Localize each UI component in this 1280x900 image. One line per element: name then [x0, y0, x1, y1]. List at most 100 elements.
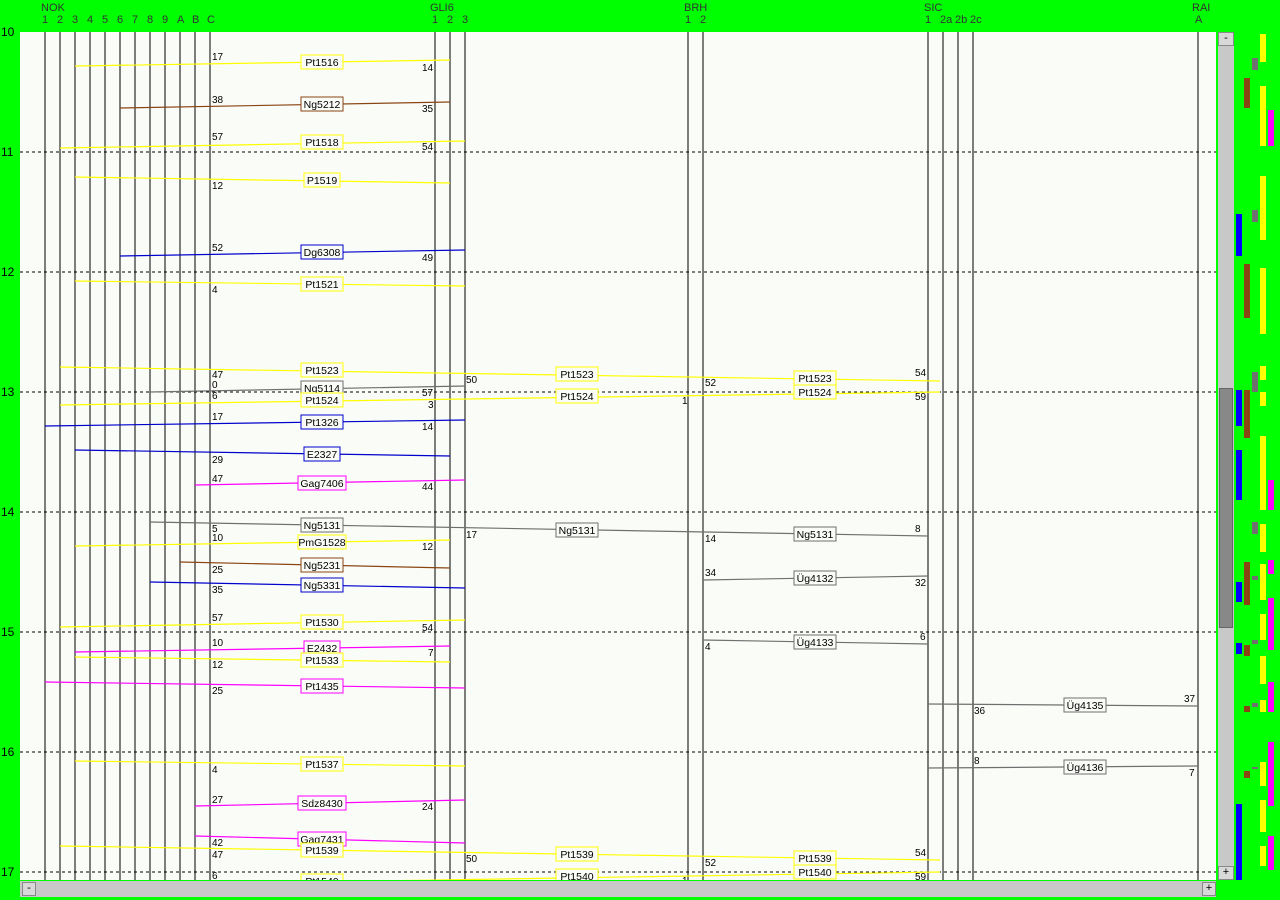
- train-path[interactable]: [59, 619, 466, 628]
- train-label-box[interactable]: [300, 678, 344, 694]
- train-label-box[interactable]: [300, 134, 344, 150]
- train-path[interactable]: [59, 845, 941, 861]
- train-number[interactable]: Ng5231: [304, 560, 341, 572]
- train-label-box[interactable]: [297, 475, 347, 491]
- train-label-box[interactable]: [300, 557, 344, 573]
- train-number[interactable]: Üg4132: [797, 573, 834, 585]
- train-path[interactable]: [119, 249, 466, 257]
- train-number[interactable]: Pt1524: [560, 391, 593, 403]
- train-label-box[interactable]: [300, 873, 344, 880]
- train-label-box[interactable]: [793, 634, 837, 650]
- train-number[interactable]: Pt1524: [305, 395, 338, 407]
- train-number[interactable]: Üg4133: [797, 637, 834, 649]
- horizontal-scrollbar[interactable]: - +: [20, 881, 1216, 897]
- train-path[interactable]: [74, 656, 451, 663]
- train-number[interactable]: Pt1521: [305, 279, 338, 291]
- scroll-right-button[interactable]: +: [1202, 882, 1216, 896]
- train-label-box[interactable]: [300, 614, 344, 630]
- train-path[interactable]: [44, 419, 466, 427]
- train-path[interactable]: [74, 539, 451, 547]
- train-number[interactable]: Pt1539: [305, 845, 338, 857]
- train-number[interactable]: E2327: [307, 449, 338, 461]
- train-number[interactable]: Pt1533: [305, 655, 338, 667]
- train-label-box[interactable]: [555, 868, 599, 880]
- train-label-box[interactable]: [303, 446, 341, 462]
- train-number[interactable]: Pt1523: [305, 365, 338, 377]
- train-number[interactable]: E2432: [307, 643, 338, 655]
- train-path[interactable]: [74, 176, 451, 184]
- train-label-box[interactable]: [303, 172, 341, 188]
- train-path[interactable]: [60, 871, 941, 880]
- train-label-box[interactable]: [793, 384, 837, 400]
- train-number[interactable]: Pt1326: [305, 417, 338, 429]
- train-label-box[interactable]: [300, 842, 344, 858]
- train-path[interactable]: [74, 449, 451, 457]
- train-number[interactable]: Sdz8430: [301, 798, 343, 810]
- scroll-up-button[interactable]: -: [1218, 32, 1234, 46]
- vertical-scroll-thumb[interactable]: [1219, 388, 1233, 628]
- train-number[interactable]: Pt1518: [305, 137, 338, 149]
- train-label-box[interactable]: [793, 526, 837, 542]
- train-path[interactable]: [59, 366, 941, 382]
- train-number[interactable]: Üg4135: [1067, 700, 1104, 712]
- train-number[interactable]: Ng5131: [304, 520, 341, 532]
- train-path[interactable]: [927, 765, 1199, 769]
- train-label-box[interactable]: [300, 96, 344, 112]
- train-label-box[interactable]: [793, 570, 837, 586]
- train-number[interactable]: Pt1537: [305, 759, 338, 771]
- train-number[interactable]: Pt1523: [560, 369, 593, 381]
- train-label-box[interactable]: [555, 846, 599, 862]
- train-number[interactable]: Pt1540: [798, 867, 831, 879]
- train-label-box[interactable]: [300, 577, 344, 593]
- train-label-box[interactable]: [555, 522, 599, 538]
- train-path[interactable]: [59, 391, 941, 406]
- train-path[interactable]: [74, 760, 466, 767]
- train-path[interactable]: [44, 681, 466, 689]
- train-number[interactable]: Gag7406: [300, 478, 343, 490]
- train-path[interactable]: [119, 101, 451, 109]
- train-label-box[interactable]: [297, 534, 347, 550]
- scroll-down-button[interactable]: +: [1218, 866, 1234, 880]
- train-label-box[interactable]: [300, 517, 344, 533]
- train-path[interactable]: [74, 645, 451, 653]
- train-number[interactable]: Pt1523: [798, 373, 831, 385]
- train-label-box[interactable]: [300, 362, 344, 378]
- train-number[interactable]: Pt1540: [560, 871, 593, 880]
- train-label-box[interactable]: [300, 414, 344, 430]
- train-number[interactable]: Dg6308: [304, 247, 341, 259]
- train-label-box[interactable]: [793, 864, 837, 880]
- train-number[interactable]: Üg4136: [1067, 762, 1104, 774]
- train-number[interactable]: Ng5131: [797, 529, 834, 541]
- train-number[interactable]: Pt1435: [305, 681, 338, 693]
- train-label-box[interactable]: [297, 795, 347, 811]
- train-number[interactable]: Ng5131: [559, 525, 596, 537]
- train-label-box[interactable]: [555, 388, 599, 404]
- train-number[interactable]: Pt1524: [798, 387, 831, 399]
- train-number[interactable]: P1519: [307, 175, 338, 187]
- train-label-box[interactable]: [1063, 697, 1107, 713]
- train-path[interactable]: [74, 59, 451, 67]
- vertical-scrollbar[interactable]: - +: [1218, 32, 1234, 880]
- train-number[interactable]: Pt1539: [560, 849, 593, 861]
- train-number[interactable]: Ng5212: [304, 99, 341, 111]
- train-label-box[interactable]: [1063, 759, 1107, 775]
- train-number[interactable]: Pt1540: [305, 876, 338, 880]
- train-label-box[interactable]: [300, 756, 344, 772]
- train-path[interactable]: [74, 280, 466, 287]
- train-number[interactable]: Ng5114: [304, 383, 340, 395]
- train-label-box[interactable]: [300, 54, 344, 70]
- scroll-left-button[interactable]: -: [22, 882, 36, 896]
- train-label-box[interactable]: [300, 276, 344, 292]
- train-number[interactable]: Ng5331: [304, 580, 341, 592]
- train-label-box[interactable]: [300, 652, 344, 668]
- train-label-box[interactable]: [300, 244, 344, 260]
- train-label-box[interactable]: [300, 392, 344, 408]
- train-label-box[interactable]: [555, 366, 599, 382]
- train-number[interactable]: Pt1530: [305, 617, 338, 629]
- train-number[interactable]: Pt1516: [305, 57, 338, 69]
- train-number[interactable]: PmG1528: [298, 537, 345, 549]
- train-path[interactable]: [59, 140, 466, 149]
- train-path[interactable]: [927, 703, 1199, 707]
- train-number[interactable]: Pt1539: [798, 853, 831, 865]
